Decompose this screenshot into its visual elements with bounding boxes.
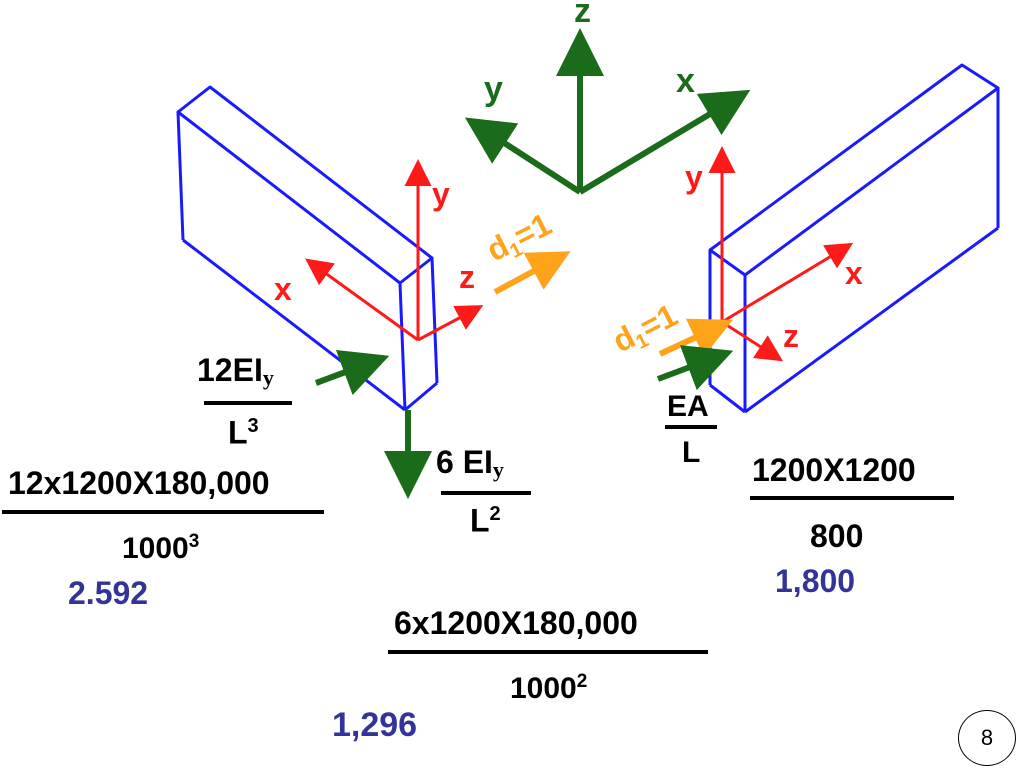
left-local-axes <box>305 159 484 342</box>
shear-den-main: L <box>228 414 248 451</box>
moment-num-sub: y <box>492 457 504 482</box>
global-axes <box>464 28 751 195</box>
shear-num-main: 12EI <box>197 352 263 388</box>
calc-shear-denominator: 10003 <box>122 532 199 564</box>
shear-stiffness-bar <box>204 401 292 405</box>
calc-moment-result: 1,296 <box>332 706 418 744</box>
calc-shear-den-sup: 3 <box>188 531 200 552</box>
axial-force-arrow <box>656 345 734 391</box>
right-x-arrow <box>721 242 854 324</box>
global-y-label: y <box>484 70 503 108</box>
shear-den-sup: 3 <box>247 415 259 437</box>
right-member <box>708 63 1000 414</box>
axial-stiffness-denominator: L <box>682 436 701 469</box>
calc-shear-numerator: 12x1200X180,000 <box>8 465 270 501</box>
right-displacement-arrow <box>658 318 733 357</box>
right-y-label: y <box>685 159 703 195</box>
left-x-label: x <box>274 271 292 307</box>
left-x-arrow <box>305 258 419 342</box>
global-y-arrow <box>464 117 582 195</box>
shear-stiffness-numerator: 12EIy <box>197 354 274 389</box>
right-z-label: z <box>783 318 799 354</box>
left-z-arrow <box>417 305 484 342</box>
left-displacement-arrow <box>493 251 571 295</box>
right-displacement-label: d1=1 <box>607 297 685 363</box>
calc-axial-bar <box>750 496 954 500</box>
moment-den-sup: 2 <box>489 503 501 525</box>
global-x-label: x <box>676 62 695 100</box>
global-z-label: z <box>574 0 591 30</box>
left-member <box>176 85 439 412</box>
global-x-arrow <box>578 89 751 195</box>
moment-stiffness-bar <box>441 491 531 495</box>
left-z-label: z <box>459 259 475 295</box>
moment-den-main: L <box>470 502 490 539</box>
moment-num-main: 6 EI <box>436 444 493 480</box>
calc-axial-denominator: 800 <box>810 518 864 554</box>
moment-stiffness-numerator: 6 EIy <box>436 446 504 481</box>
calc-moment-denominator: 10002 <box>510 672 587 704</box>
page-number-badge: 8 <box>958 710 1016 766</box>
calc-shear-den-main: 1000 <box>122 532 189 565</box>
page-number: 8 <box>980 725 994 750</box>
shear-force-arrow <box>314 350 390 396</box>
moment-stiffness-denominator: L2 <box>470 504 501 537</box>
calc-moment-den-main: 1000 <box>510 672 577 705</box>
right-z-arrow <box>721 320 784 362</box>
calc-shear-result: 2.592 <box>68 575 149 611</box>
axial-stiffness-numerator: EA <box>667 390 709 423</box>
shear-stiffness-denominator: L3 <box>228 416 259 449</box>
calc-axial-numerator: 1200X1200 <box>752 452 916 488</box>
calc-axial-result: 1,800 <box>775 563 856 599</box>
shear-num-sub: y <box>262 365 274 390</box>
axial-stiffness-bar <box>665 425 717 429</box>
calc-moment-bar <box>388 650 708 654</box>
left-y-label: y <box>432 176 450 212</box>
calc-moment-den-sup: 2 <box>576 671 588 692</box>
right-x-label: x <box>845 255 863 291</box>
calc-shear-bar <box>2 510 324 514</box>
calc-moment-numerator: 6x1200X180,000 <box>394 605 638 641</box>
